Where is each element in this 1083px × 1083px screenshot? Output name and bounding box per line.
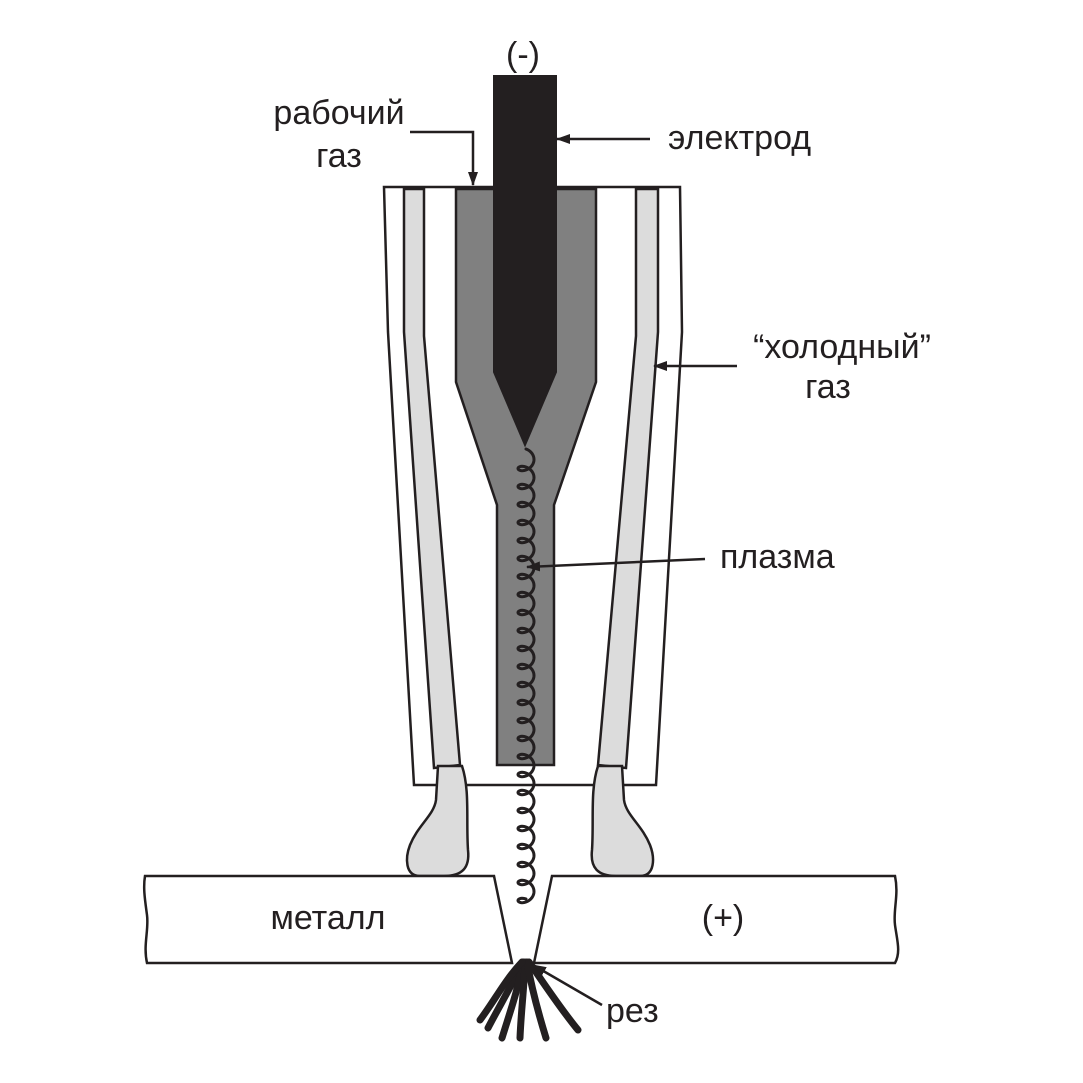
- metal-label: металл: [271, 899, 386, 937]
- plasma-label: плазма: [720, 538, 835, 576]
- electrode: [493, 75, 557, 448]
- cut-arrow: [532, 963, 603, 1007]
- plasma-arrow: [526, 557, 706, 572]
- metal-plate-left: [142, 874, 514, 965]
- positive-terminal-label: (+): [702, 899, 745, 937]
- plasma-arc-coil: [516, 447, 536, 905]
- cut-label: рез: [606, 992, 659, 1030]
- cold-gas-label-line1: “холодный”: [753, 328, 931, 366]
- electrode-label: электрод: [668, 119, 811, 157]
- metal-plate-right: [532, 874, 900, 965]
- inner-nozzle: [454, 187, 598, 767]
- negative-terminal-label: (-): [506, 36, 540, 74]
- cold-gas-label-line2: газ: [805, 368, 851, 406]
- working-gas-label-line1: рабочий: [273, 94, 404, 132]
- working-gas-arrow: [410, 130, 478, 186]
- cold-gas-channel-right: [596, 187, 660, 770]
- working-gas-label-line2: газ: [316, 137, 362, 175]
- cut-jet-strands: [476, 958, 582, 1042]
